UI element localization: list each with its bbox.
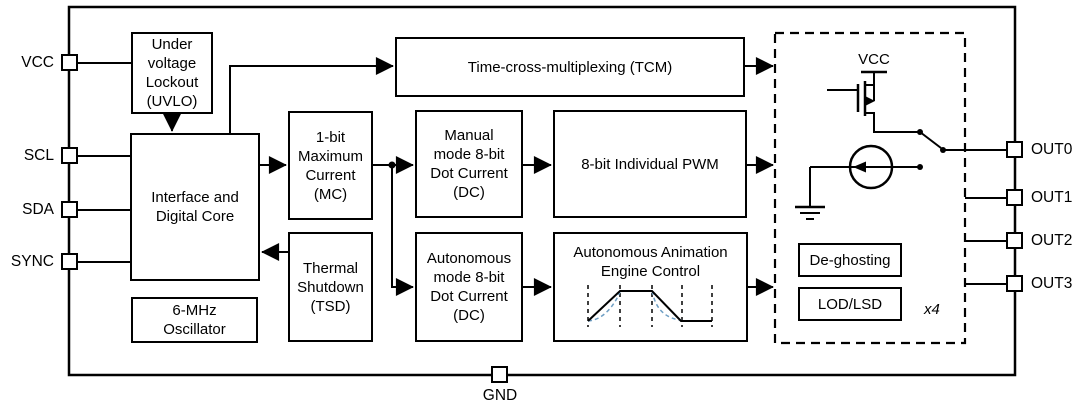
deghosting-block: De-ghosting bbox=[798, 243, 902, 277]
pin-label-out0: OUT0 bbox=[1031, 141, 1073, 158]
pin-gnd bbox=[491, 366, 508, 383]
pin-scl bbox=[61, 147, 78, 164]
output-stage-dashed-box bbox=[773, 31, 967, 345]
uvlo-block: Under voltage Lockout (UVLO) bbox=[131, 32, 213, 114]
x4-multiplier-label: x4 bbox=[924, 301, 940, 318]
pin-vcc bbox=[61, 54, 78, 71]
pin-out3 bbox=[1006, 275, 1023, 292]
switch-icon bbox=[919, 131, 942, 149]
autonomous-dot-current-block: Autonomous mode 8-bit Dot Current (DC) bbox=[415, 232, 523, 342]
pin-sda bbox=[61, 201, 78, 218]
lod-lsd-block: LOD/LSD bbox=[798, 287, 902, 321]
oscillator-block: 6-MHz Oscillator bbox=[131, 297, 258, 343]
individual-pwm-block: 8-bit Individual PWM bbox=[553, 110, 747, 218]
arrow-lines bbox=[163, 57, 774, 296]
pin-sync bbox=[61, 253, 78, 270]
animation-waveform-icon bbox=[586, 285, 713, 327]
output-stage-vcc-label: VCC bbox=[858, 51, 890, 68]
maximum-current-block: 1-bit Maximum Current (MC) bbox=[288, 111, 373, 220]
tcm-block: Time-cross-multiplexing (TCM) bbox=[395, 37, 745, 97]
manual-dot-current-block: Manual mode 8-bit Dot Current (DC) bbox=[415, 110, 523, 218]
pin-label-vcc: VCC bbox=[21, 54, 54, 71]
pin-label-sda: SDA bbox=[22, 201, 54, 218]
pin-label-out1: OUT1 bbox=[1031, 189, 1073, 206]
pin-out1 bbox=[1006, 189, 1023, 206]
pin-out0 bbox=[1006, 141, 1023, 158]
connection-lines bbox=[78, 62, 1007, 285]
pin-label-sync: SYNC bbox=[10, 253, 54, 270]
pin-out2 bbox=[1006, 232, 1023, 249]
pin-label-scl: SCL bbox=[23, 147, 54, 164]
pin-label-gnd: GND bbox=[482, 387, 518, 404]
mosfet-icon bbox=[827, 70, 920, 133]
thermal-shutdown-block: Thermal Shutdown (TSD) bbox=[288, 232, 373, 342]
animation-engine-label: Autonomous Animation Engine Control bbox=[573, 244, 728, 280]
pin-label-out2: OUT2 bbox=[1031, 232, 1073, 249]
current-source-icon bbox=[809, 144, 920, 206]
pin-label-out3: OUT3 bbox=[1031, 275, 1073, 292]
interface-digital-core-block: Interface and Digital Core bbox=[130, 133, 260, 281]
animation-engine-block: Autonomous Animation Engine Control bbox=[553, 232, 748, 342]
ground-icon bbox=[795, 205, 825, 220]
